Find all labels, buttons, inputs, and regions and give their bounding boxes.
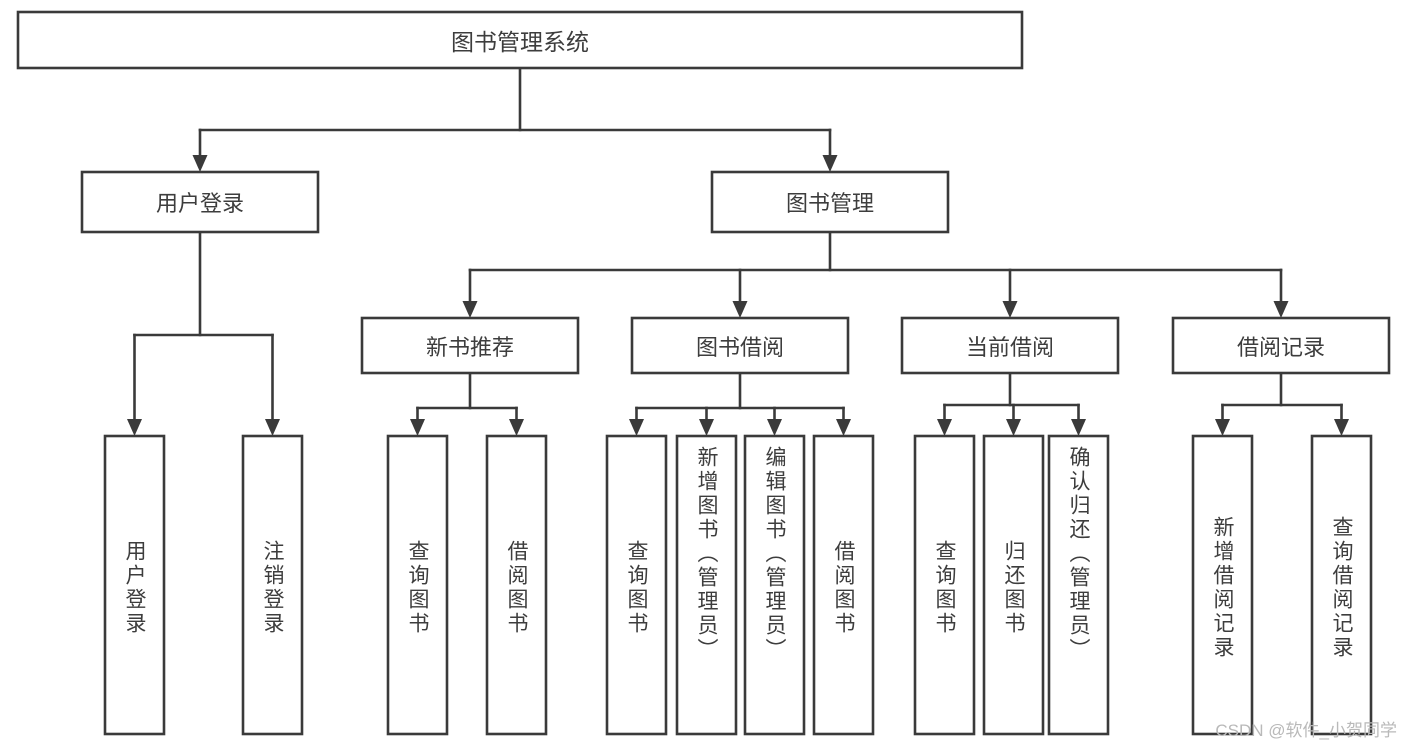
node-box-node-用户登录-leaf-u0[interactable] [103, 434, 166, 736]
arrow-head-icon [509, 419, 524, 436]
arrow-head-icon [836, 419, 851, 436]
node-box-node-图书借阅-l3-1[interactable] [630, 316, 850, 375]
node-box-node-当前借阅-l3-2[interactable] [900, 316, 1120, 375]
arrow-head-icon [937, 419, 952, 436]
node-box-node-借阅图书-leaf-1-3[interactable] [812, 434, 875, 736]
node-box-node-查询图书-leaf-1-0[interactable] [605, 434, 668, 736]
node-box-node-借阅记录-l3-3[interactable] [1171, 316, 1391, 375]
arrow-head-icon [192, 155, 208, 172]
arrow-head-icon [629, 419, 644, 436]
node-box-node-借阅图书-leaf-0-1[interactable] [485, 434, 548, 736]
node-box-node-编辑图书管理员-leaf-1-2[interactable] [743, 434, 806, 736]
arrow-head-icon [1071, 419, 1086, 436]
arrow-head-icon [822, 155, 838, 172]
arrow-head-icon [410, 419, 425, 436]
node-box-node-图书管理-l2-1[interactable] [710, 170, 950, 234]
node-box-node-注销登录-leaf-u1[interactable] [241, 434, 304, 736]
node-box-node-用户登录-l2-0[interactable] [80, 170, 320, 234]
arrow-head-icon [127, 419, 142, 436]
node-box-node-归还图书-leaf-2-1[interactable] [982, 434, 1045, 736]
arrow-head-icon [732, 301, 748, 318]
arrow-head-icon [1334, 419, 1349, 436]
node-box-node-新增借阅记录-leaf-3-0[interactable] [1191, 434, 1254, 736]
arrow-head-icon [1215, 419, 1230, 436]
arrow-head-icon [1273, 301, 1289, 318]
node-box-node-新增图书管理员-leaf-1-1[interactable] [675, 434, 738, 736]
arrow-head-icon [462, 301, 478, 318]
node-box-node-确认归还管理员-leaf-2-2[interactable] [1047, 434, 1110, 736]
node-box-node-查询图书-leaf-2-0[interactable] [913, 434, 976, 736]
node-box-node-查询借阅记录-leaf-3-1[interactable] [1310, 434, 1373, 736]
arrow-head-icon [767, 419, 782, 436]
arrow-head-icon [265, 419, 280, 436]
node-box-node-查询图书-leaf-0-0[interactable] [386, 434, 449, 736]
arrow-head-icon [699, 419, 714, 436]
connectors-layer [127, 66, 1349, 436]
boxes-layer [16, 10, 1391, 736]
arrow-head-icon [1002, 301, 1018, 318]
node-box-node-新书推荐-l3-0[interactable] [360, 316, 580, 375]
arrow-head-icon [1006, 419, 1021, 436]
node-box-root[interactable] [16, 10, 1024, 70]
